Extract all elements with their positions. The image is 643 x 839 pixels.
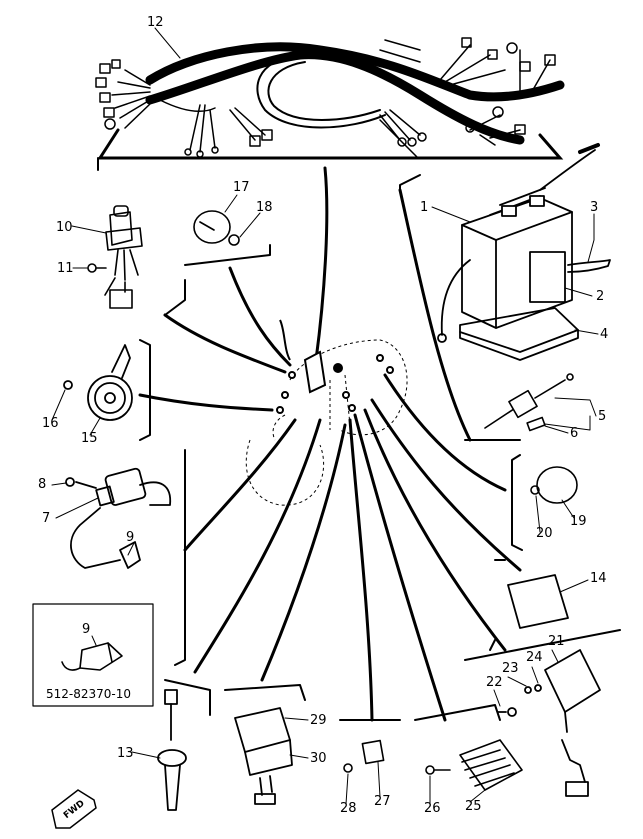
callout-13: 13 [117,746,134,761]
rectifier [425,739,523,791]
callout-25: 25 [465,799,482,814]
callout-26: 26 [424,801,441,816]
horn [63,344,133,421]
ignition-coil [65,467,172,569]
forward-direction-arrow-icon: FWD [51,789,97,829]
callout-24: 24 [526,650,543,665]
callout-3: 3 [590,200,598,215]
callout-4: 4 [600,327,608,342]
callout-7: 7 [42,511,50,526]
callout-6: 6 [570,426,578,441]
callout-15: 15 [81,431,98,446]
regulator [497,649,601,797]
frame-outline [245,339,408,506]
main-switch [87,205,143,309]
neutral-switch [157,689,187,811]
callout-28: 28 [340,801,357,816]
callout-5: 5 [598,409,606,424]
callout-14: 14 [590,571,607,586]
callout-30: 30 [310,751,327,766]
callout-8: 8 [38,477,46,492]
callout-leaders [51,27,599,807]
callout-20: 20 [536,526,553,541]
callout-labels: 1 2 3 4 5 6 7 8 9 9 10 11 12 13 14 15 16… [38,15,608,816]
callout-11: 11 [57,261,74,276]
callout-16: 16 [42,416,59,431]
callout-1: 1 [420,200,428,215]
callout-18: 18 [256,200,273,215]
callout-12: 12 [147,15,164,30]
cover-plate [530,466,578,504]
diode-assembly [484,373,574,432]
callout-9-inset: 9 [82,622,90,637]
callout-21: 21 [548,634,565,649]
relay-14 [507,574,569,629]
callout-10: 10 [56,220,73,235]
battery [437,143,611,361]
flasher-relay [193,210,240,246]
relay-27 [343,739,385,773]
plug-cap-inset [32,603,154,707]
wire-harness [95,37,565,159]
group-brackets [97,157,621,721]
leader-lines [97,128,564,722]
callout-29: 29 [310,713,327,728]
callout-17: 17 [233,180,250,195]
starter-relay [234,707,293,805]
callout-22: 22 [486,675,503,690]
frame-mounts [276,319,394,414]
callout-23: 23 [502,661,519,676]
callout-27: 27 [374,794,391,809]
inset-part-number: 512-82370-10 [46,687,131,701]
callout-9: 9 [126,530,134,545]
callout-2: 2 [596,289,604,304]
